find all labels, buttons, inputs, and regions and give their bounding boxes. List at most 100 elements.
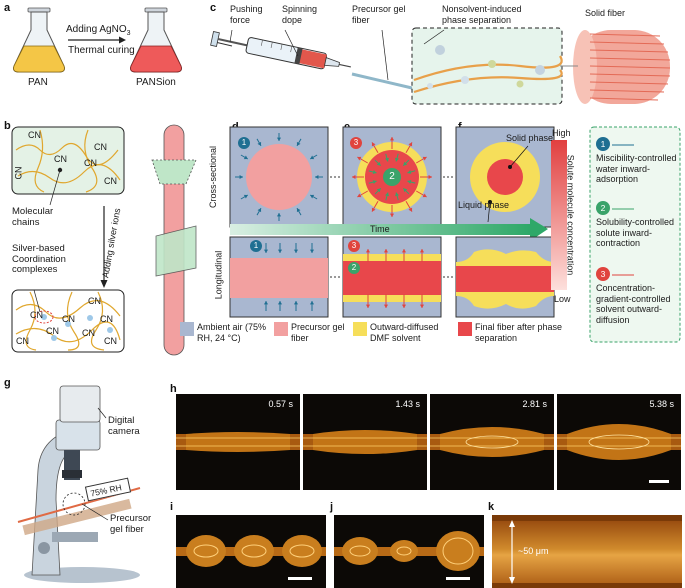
water-inward-arrow-head <box>293 301 299 305</box>
water-inward-arrow-head <box>309 249 315 253</box>
solute-inward-arrow-head <box>372 170 377 174</box>
timestamp-h-2: 1.43 s <box>395 399 420 409</box>
micrograph-h-3: 2.81 s <box>430 394 554 490</box>
panel-label-b: b <box>4 120 11 132</box>
width-label-k: ~50 μm <box>518 546 549 556</box>
thermal-curing-label: Thermal curing <box>68 45 135 56</box>
marker-3-cross: 3 <box>350 137 362 149</box>
water-inward-arrow-head <box>276 213 282 217</box>
marker-1-long: 1 <box>250 240 262 252</box>
panel-label-h: h <box>170 383 177 395</box>
cn-label: CN <box>13 166 24 180</box>
solvent-outward-arrow-head <box>408 207 413 212</box>
solute-inward-arrow <box>374 187 382 195</box>
cn-label: CN <box>104 176 117 186</box>
solute-inward-arrow-head <box>407 169 412 174</box>
rh-label: 75% RH <box>89 481 123 499</box>
solvent-outward-arrow-head <box>419 304 425 308</box>
marker-2-cross: 2 <box>383 168 401 186</box>
solvent-outward-arrow-head <box>352 174 356 180</box>
panel-label-f: f <box>458 121 462 133</box>
solute-inward-arrow-head <box>385 192 389 197</box>
micrograph-h-4: 5.38 s <box>557 394 681 490</box>
solute-inward-arrow-head <box>403 188 408 193</box>
syringe-icon <box>210 31 351 70</box>
legend-dmf: Outward-diffused DMF solvent <box>370 322 439 343</box>
solvent-outward-arrow-head <box>401 304 407 308</box>
solvent-outward-arrow-head <box>357 193 362 198</box>
phase-separation-label: Nonsolvent-induced phase separation <box>442 4 522 25</box>
water-inward-arrow <box>240 154 249 160</box>
water-inward-arrow-head <box>263 301 269 305</box>
solute-inward-arrow <box>368 180 377 184</box>
timestamp-h-4: 5.38 s <box>649 399 674 409</box>
adding-silver-ions-label: Adding silver ions <box>100 207 123 279</box>
cn-label: CN <box>88 296 101 306</box>
solvent-outward-arrow-head <box>422 156 427 161</box>
solvent-outward-arrow-head <box>371 207 376 212</box>
solute-inward-arrow-head <box>372 180 377 185</box>
water-inward-arrow <box>240 194 249 200</box>
solute-inward-arrow <box>402 187 410 195</box>
cross-sectional-label: Cross-sectional <box>208 145 219 209</box>
cn-label: CN <box>30 310 43 320</box>
micrograph-h-1: 0.57 s <box>176 394 300 490</box>
mechanism-3-badge: 3 <box>596 267 610 281</box>
precursor-gel-fiber-label-c: Precursor gel fiber <box>352 4 406 25</box>
agno3-subscript: 3 <box>126 30 131 37</box>
precursor-gel-fiber-label-g: Precursor gel fiber <box>110 513 152 535</box>
water-inward-arrow-head <box>296 141 301 146</box>
solute-inward-arrow-head <box>376 188 381 193</box>
pan-flask-icon <box>13 7 65 73</box>
longitudinal-label: Longitudinal <box>213 250 224 300</box>
solvent-outward-arrow <box>357 190 369 198</box>
adding-agno3-label: Adding AgNO3 <box>66 25 131 39</box>
water-inward-arrow-head <box>243 155 248 160</box>
solvent-outward-arrow-head <box>383 249 389 253</box>
water-inward-arrow <box>256 207 262 216</box>
high-label: High <box>552 128 571 138</box>
water-inward-arrow-head <box>310 194 315 199</box>
micrograph-k: ~50 μm <box>492 515 682 588</box>
water-inward-arrow <box>309 194 318 200</box>
legend-final-fiber: Final fiber after phase separation <box>475 322 563 343</box>
solvent-outward-arrow <box>415 156 427 164</box>
water-inward-arrow <box>296 138 302 147</box>
solute-inward-arrow <box>374 159 382 167</box>
solute-inward-arrow-head <box>407 180 412 184</box>
silver-complexes-label: Silver-based Coordination complexes <box>12 243 66 275</box>
solvent-outward-arrow <box>405 200 413 212</box>
scale-bar-j <box>446 577 470 580</box>
scale-bar-i <box>288 577 312 580</box>
legend-precursor: Precursor gel fiber <box>291 322 345 343</box>
mechanism-2-text: Solubility-controlled solute inward-cont… <box>596 217 675 248</box>
panel-label-a: a <box>4 2 11 14</box>
water-inward-arrow-head <box>257 208 262 213</box>
timestamp-h-1: 0.57 s <box>268 399 293 409</box>
solvent-outward-arrow <box>357 156 369 164</box>
solvent-outward-arrow-head <box>401 249 407 253</box>
solvent-outward-arrow-head <box>419 249 425 253</box>
solute-inward-arrow <box>385 192 389 201</box>
solvent-outward-arrow <box>371 200 379 212</box>
solvent-outward-arrow-head <box>408 142 413 147</box>
mechanism-3-text: Concentration-gradient-controlled solven… <box>596 283 671 325</box>
scale-bar-h <box>649 480 669 483</box>
solvent-outward-arrow <box>405 142 413 154</box>
solute-inward-arrow-head <box>384 157 389 162</box>
solvent-outward-arrow-head <box>389 213 395 217</box>
spinning-dope-label: Spinning dope <box>282 4 318 25</box>
cn-label: CN <box>28 130 41 140</box>
panel-label-i: i <box>170 501 174 513</box>
molecular-chains-label: Molecular chains <box>12 206 54 228</box>
solute-inward-arrow <box>402 159 410 167</box>
solute-inward-arrow <box>395 153 399 162</box>
cn-label: CN <box>54 154 67 164</box>
cn-label: CN <box>94 142 107 152</box>
solvent-outward-arrow-head <box>383 304 389 308</box>
cn-label: CN <box>62 314 75 324</box>
